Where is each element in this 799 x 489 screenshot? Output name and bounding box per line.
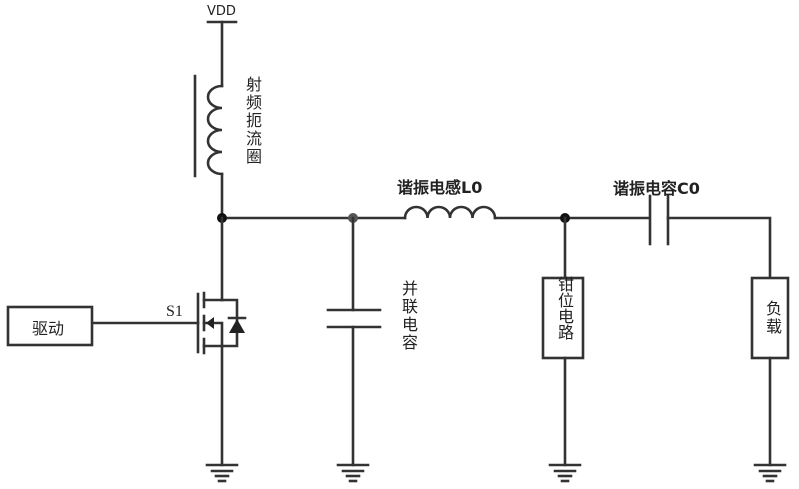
clamp-box — [541, 276, 585, 360]
rf-choke-coil — [206, 84, 224, 176]
driver-label: 驱动 — [32, 319, 65, 338]
ground-symbol-load — [753, 463, 787, 483]
ground-symbol-clamp — [548, 463, 582, 483]
load-box — [750, 276, 790, 360]
mosfet-body-arrow — [206, 317, 214, 329]
vdd-label: VDD — [207, 4, 236, 19]
parallel-capacitor-label: 并联电容 — [399, 280, 418, 352]
load-label: 负载 — [763, 300, 782, 336]
resonant-capacitor-label: 谐振电容C0 — [613, 179, 700, 198]
switch-label: S1 — [166, 303, 183, 320]
resonant-inductor-label: 谐振电感L0 — [397, 178, 483, 197]
driver-box — [6, 305, 94, 347]
ground-symbol-switch — [205, 463, 239, 483]
wire-c0-to-load — [666, 216, 772, 280]
body-diode-triangle — [229, 319, 245, 333]
ground-symbol-cpar — [336, 463, 370, 483]
clamp-circuit-label: 钳位电路 — [555, 276, 574, 340]
rf-choke-label: 射频扼流圈 — [243, 76, 262, 166]
resonant-inductor-coil — [403, 205, 497, 220]
